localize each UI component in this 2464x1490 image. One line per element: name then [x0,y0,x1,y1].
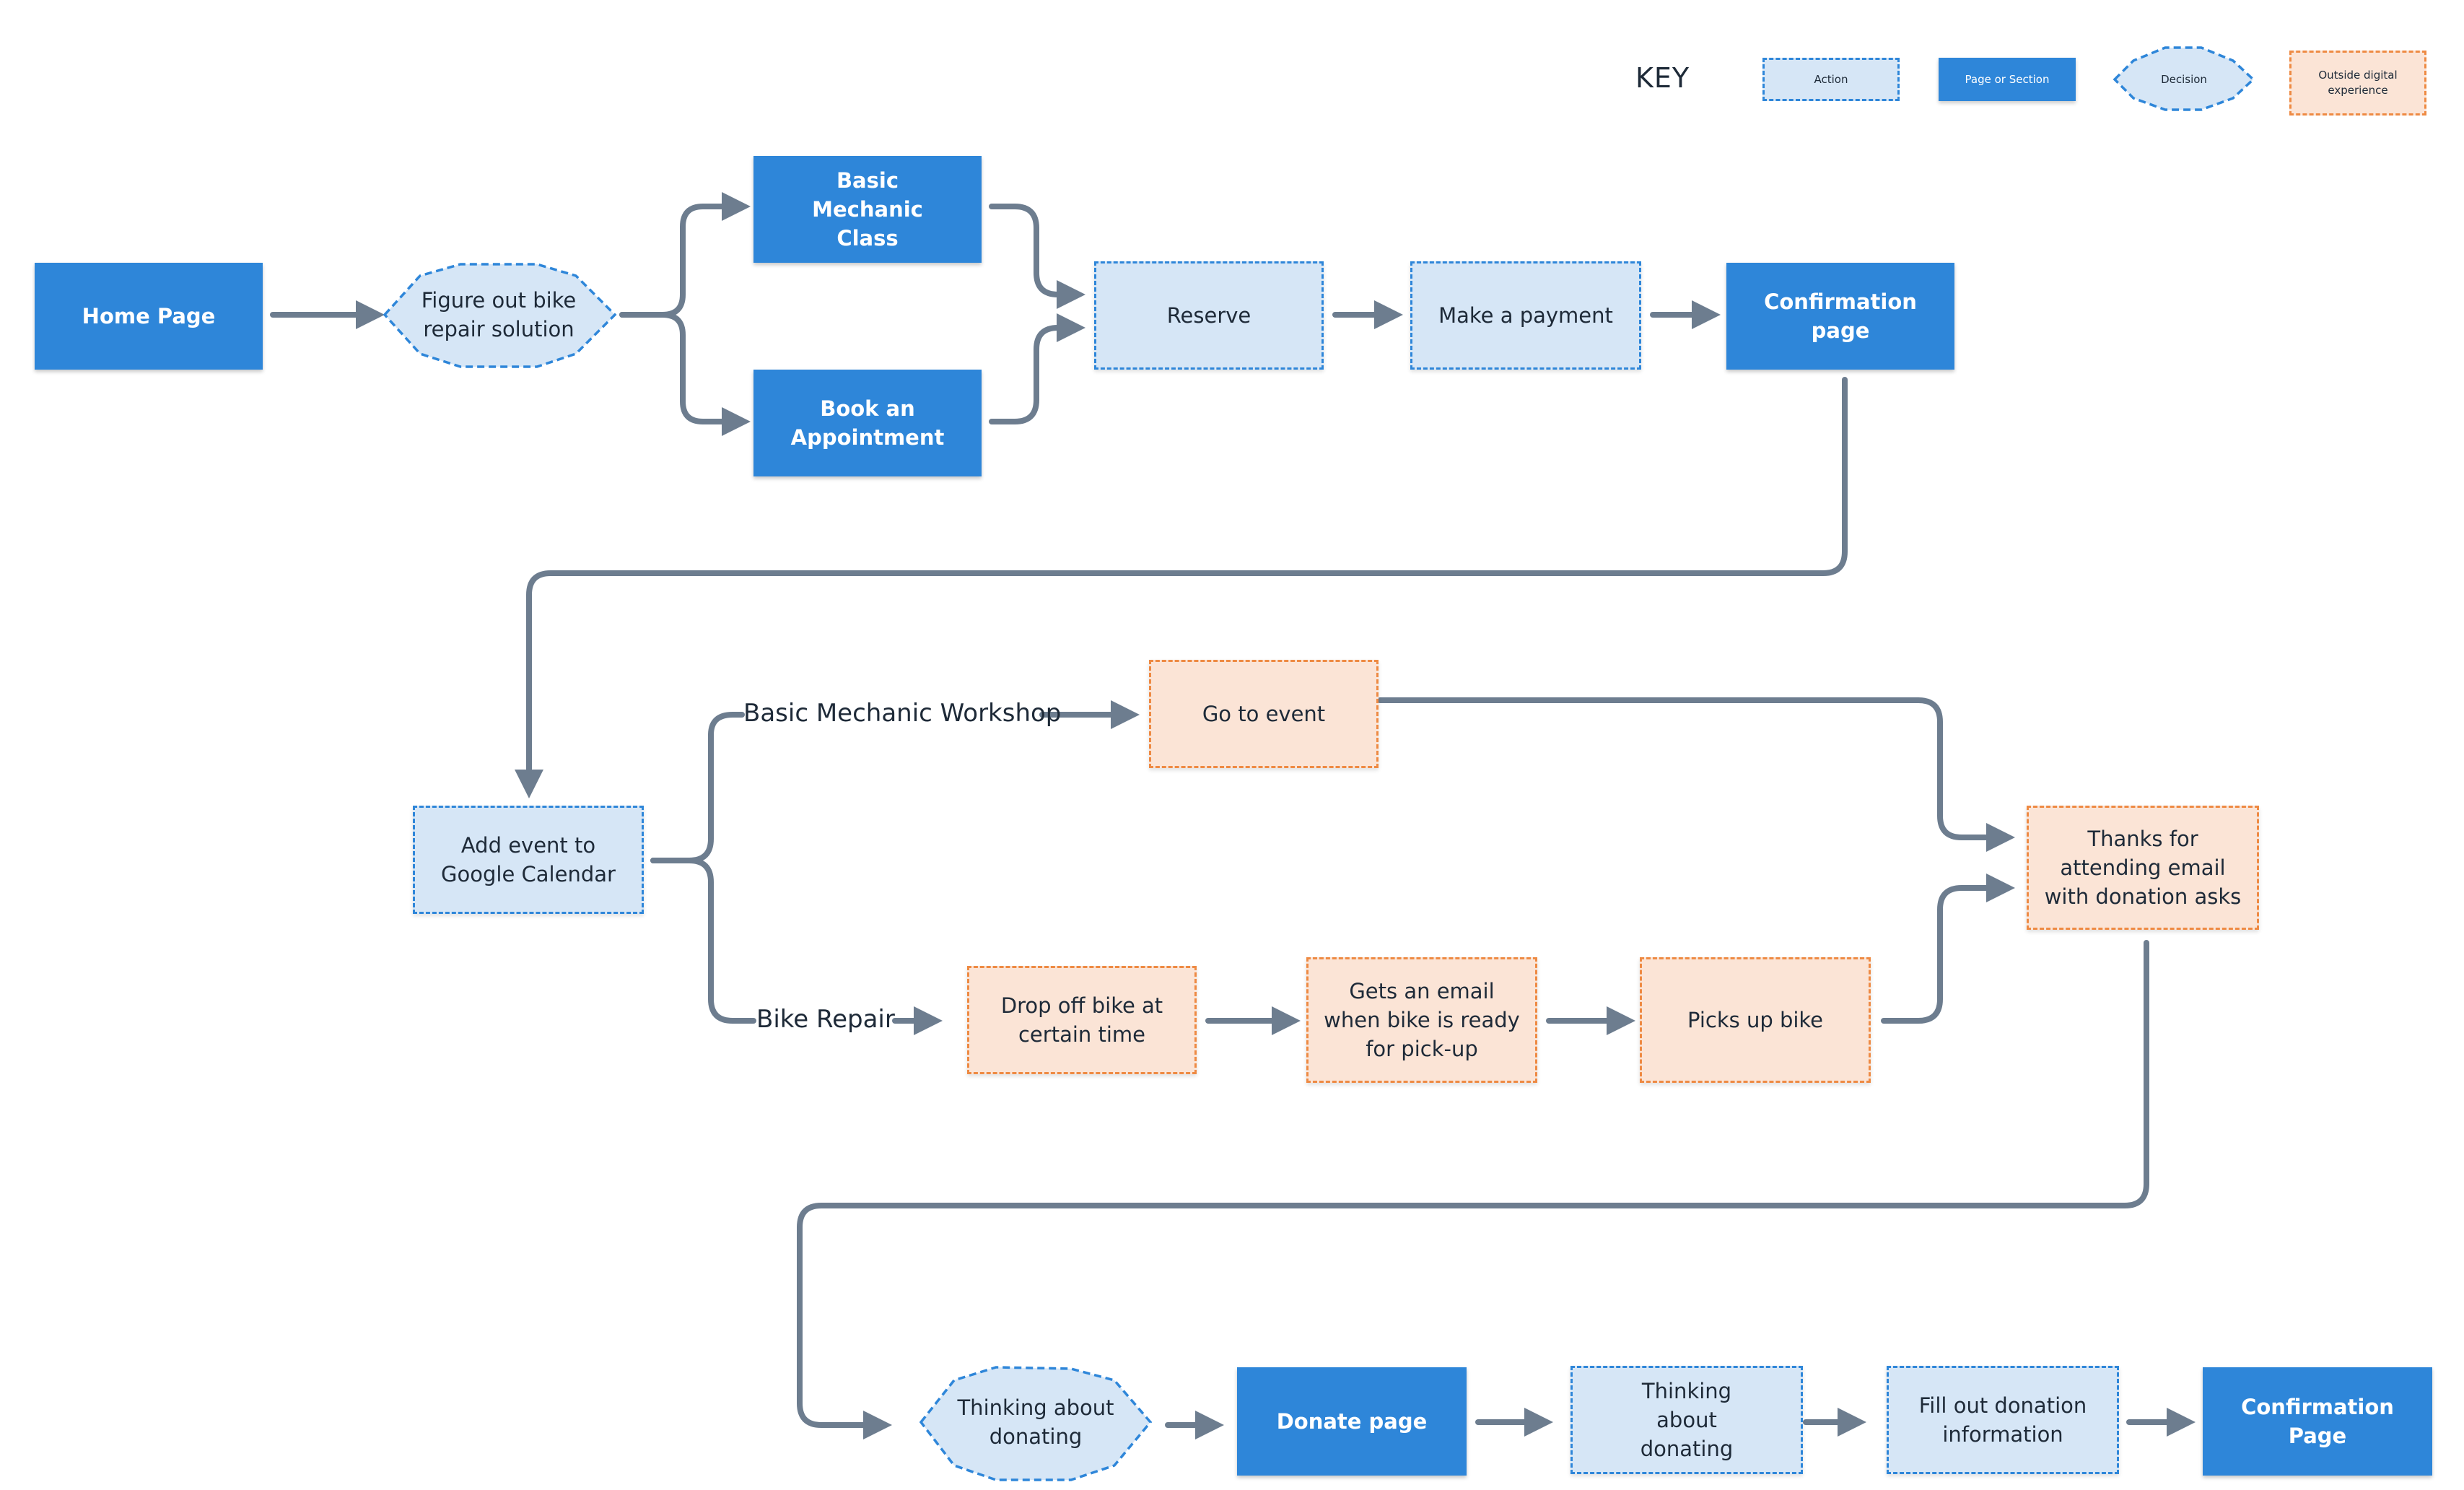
confirmation-page-node[interactable]: Confirmation page [1726,263,1954,370]
key-outside-digital: Outside digital experience [2289,51,2426,116]
arrow-event-to-thanks [1377,697,2015,852]
book-appointment-node[interactable]: Book an Appointment [753,370,982,476]
fill-out-donation-node[interactable]: Fill out donation information [1887,1366,2119,1474]
key-decision: Decision [2161,73,2207,86]
arrow-decision-to-appointment [619,312,751,436]
email-ready-node[interactable]: Gets an email when bike is ready for pic… [1306,957,1537,1083]
figure-out-decision[interactable]: Figure out bike repair solution [421,288,577,341]
key-decision-shape [2113,46,2255,111]
thinking-about-donating-decision[interactable]: Thinking about donating [957,1395,1114,1449]
basic-mechanic-class-node[interactable]: Basic Mechanic Class [753,156,982,263]
key-action: Action [1762,58,1900,101]
thinking-about-donating-node[interactable]: Thinking about donating [1570,1366,1803,1474]
branch-to-workshop [650,712,745,863]
drop-off-bike-node[interactable]: Drop off bike at certain time [967,966,1197,1074]
arrow-decision-to-class [619,192,751,318]
bike-repair-label: Bike Repair [756,1005,895,1034]
arrow-appointment-to-reserve [989,313,1085,424]
make-payment-node[interactable]: Make a payment [1410,261,1641,370]
arrow-pickup-to-thanks [1881,873,2015,1024]
arrow-confirm-to-calendar [515,377,1848,798]
decision-figure-out-shape [383,263,617,368]
arrow-thanks-to-thinking [797,940,2149,1439]
add-to-google-calendar-node[interactable]: Add event to Google Calendar [413,806,644,914]
home-page-node[interactable]: Home Page [35,263,263,370]
branch-to-bike-repair [650,858,756,1024]
key-page-or-section: Page or Section [1939,58,2076,101]
arrow-class-to-reserve [989,204,1085,309]
decision-thinking-shape [919,1366,1153,1481]
go-to-event-node[interactable]: Go to event [1149,660,1379,768]
thanks-email-node[interactable]: Thanks for attending email with donation… [2027,806,2259,930]
reserve-node[interactable]: Reserve [1094,261,1324,370]
basic-mechanic-workshop-label: Basic Mechanic Workshop [743,699,1062,728]
confirmation-page-final-node[interactable]: Confirmation Page [2203,1367,2432,1476]
key-title: KEY [1635,62,1690,94]
donate-page-node[interactable]: Donate page [1237,1367,1467,1476]
picks-up-bike-node[interactable]: Picks up bike [1640,957,1871,1083]
